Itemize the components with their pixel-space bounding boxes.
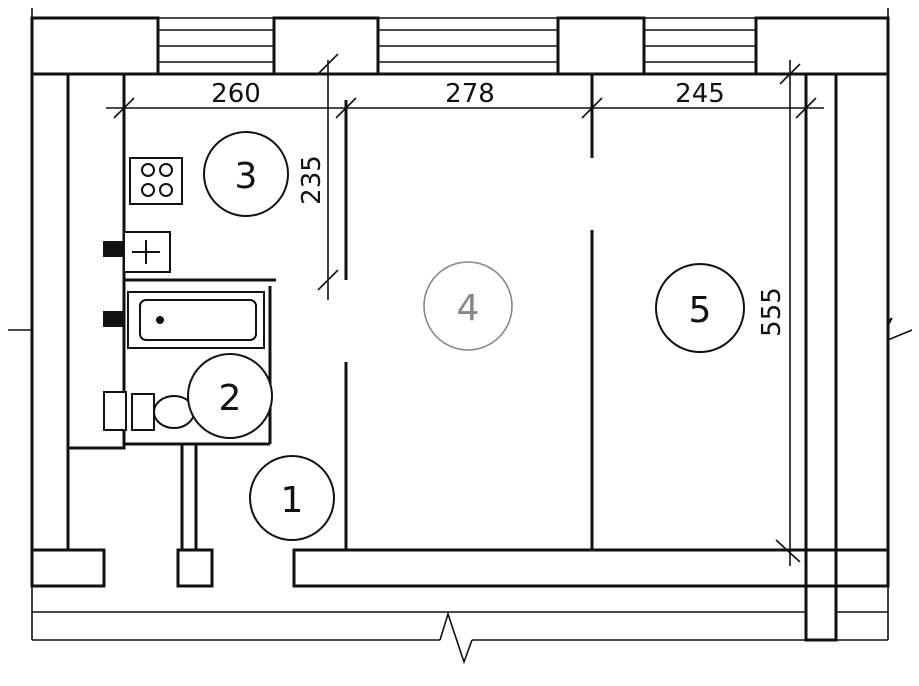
room-4-number: 4 — [457, 288, 480, 329]
dimension-top-left: 260 — [211, 79, 261, 109]
sink-icon — [103, 231, 171, 273]
room-2-number: 2 — [219, 378, 242, 419]
dimension-right-depth: 555 — [757, 287, 787, 337]
dimension-top-right: 245 — [675, 79, 725, 109]
room-1-number: 1 — [281, 480, 304, 521]
room-5-number: 5 — [689, 290, 712, 331]
toilet-icon — [103, 391, 195, 431]
room-4-marker: 4 — [423, 261, 513, 351]
room-2-marker: 2 — [187, 353, 273, 439]
room-1-marker: 1 — [249, 455, 335, 541]
windows — [158, 29, 756, 63]
walls — [30, 16, 890, 642]
bathtub-icon — [103, 291, 265, 349]
stove-icon — [129, 157, 183, 205]
dimension-lines — [106, 53, 824, 566]
dimension-top-middle: 278 — [445, 79, 495, 109]
break-mark-bottom — [439, 611, 473, 665]
dimension-kitchen-depth: 235 — [297, 155, 327, 205]
partitions — [124, 74, 594, 550]
room-5-marker: 5 — [655, 263, 745, 353]
room-3-number: 3 — [235, 156, 258, 197]
room-3-marker: 3 — [203, 131, 289, 217]
